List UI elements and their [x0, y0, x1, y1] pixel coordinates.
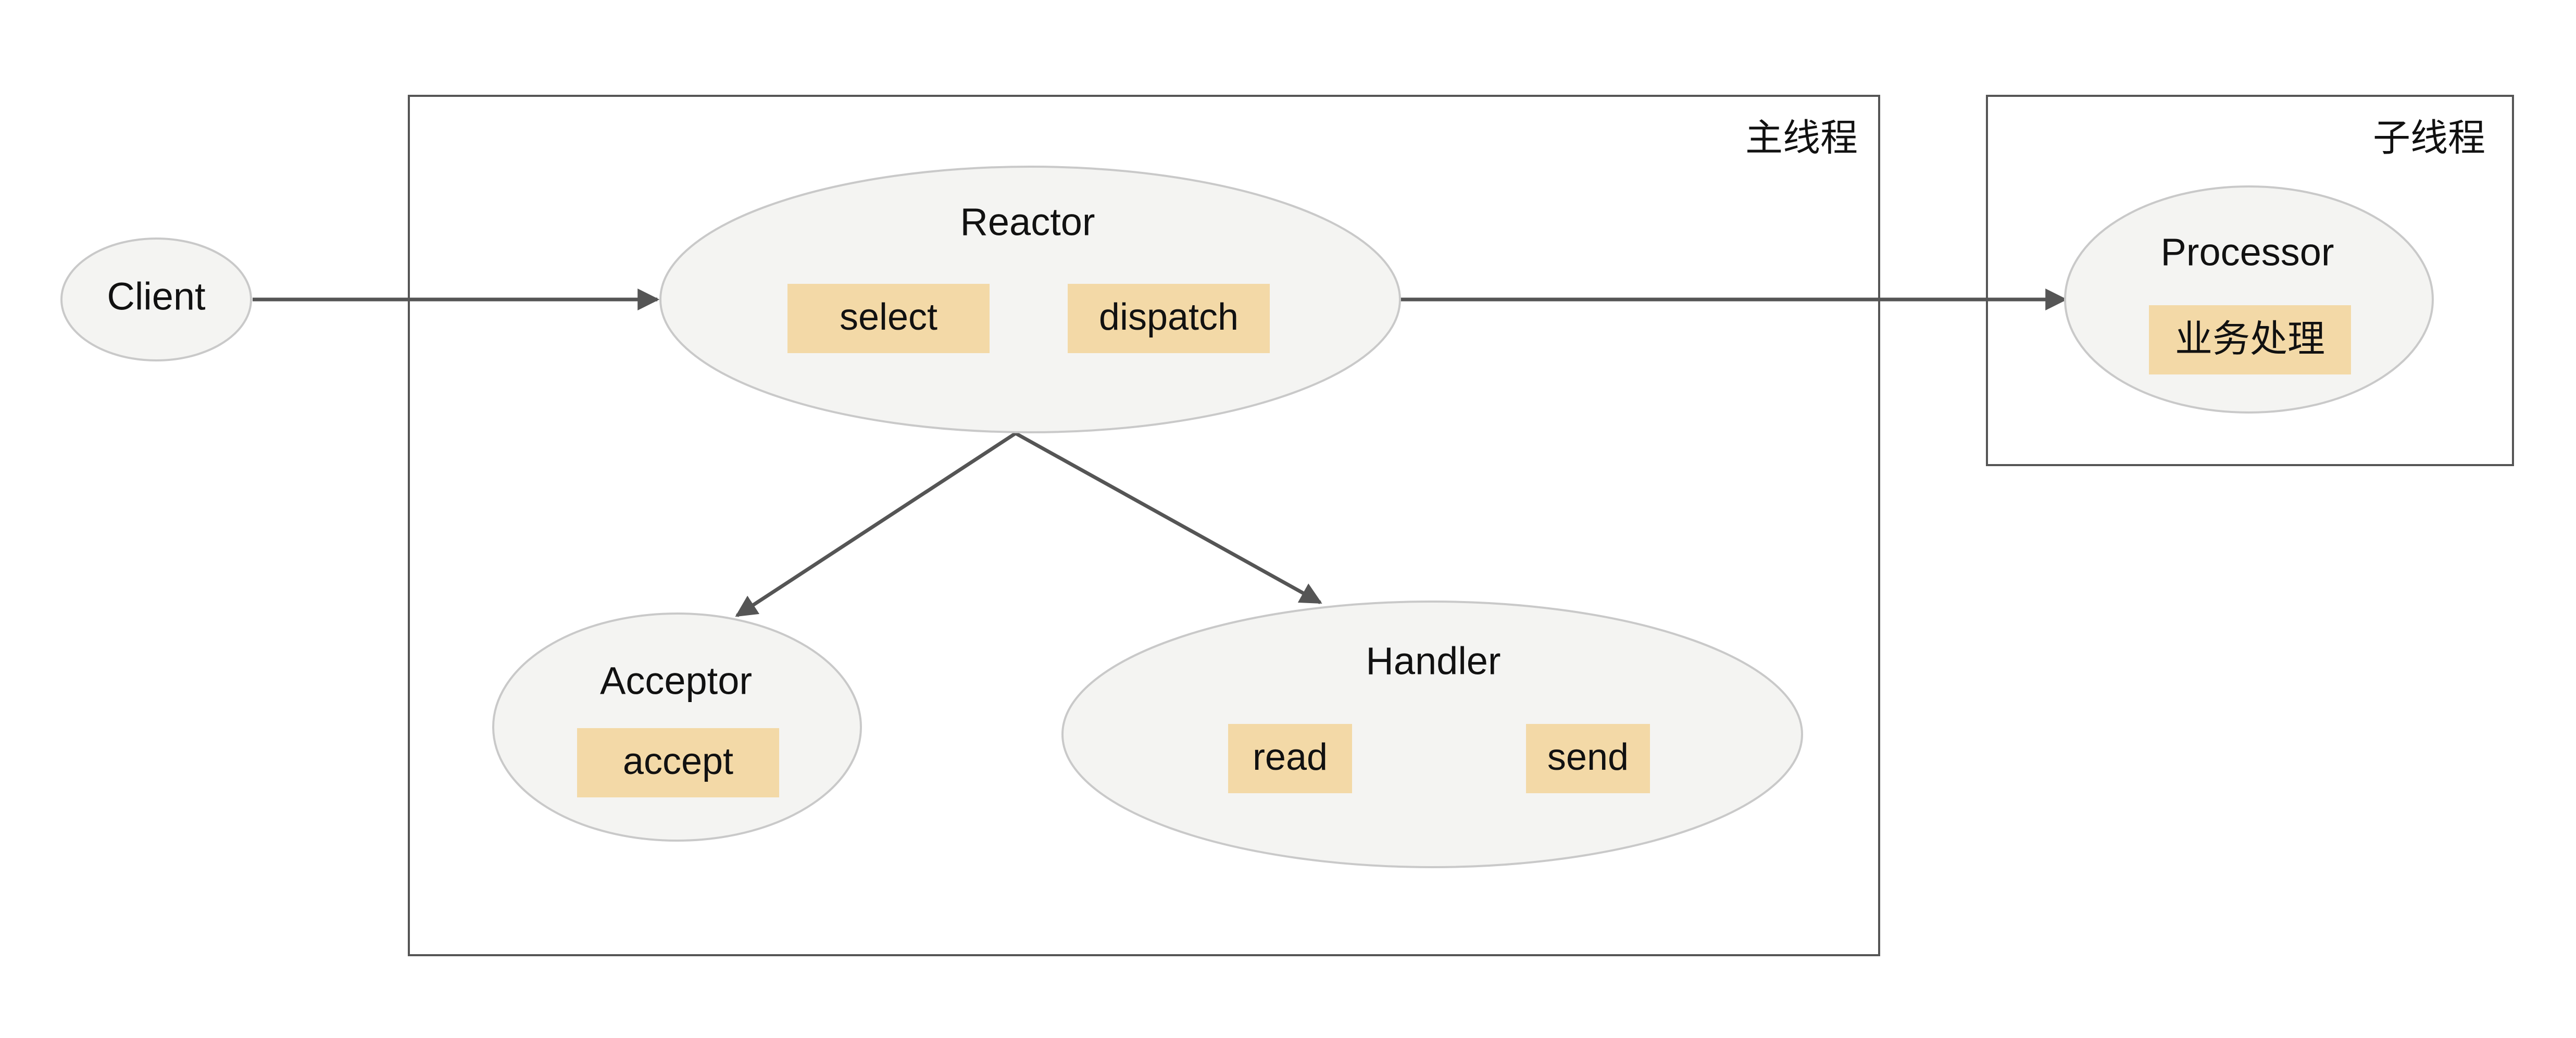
handler-ellipse [1061, 601, 1803, 868]
processor-node: Processor 业务处理 [2064, 185, 2434, 414]
reactor-chip-select-label: select [840, 296, 937, 338]
reactor-title: Reactor [960, 201, 1095, 244]
acceptor-ellipse [492, 612, 862, 842]
processor-title: Processor [2160, 231, 2334, 274]
handler-node: Handler read send [1061, 601, 1803, 868]
reactor-ellipse [659, 166, 1401, 433]
handler-title: Handler [1366, 640, 1500, 683]
reactor-chip-select [787, 284, 990, 353]
processor-ellipse [2064, 185, 2434, 414]
acceptor-chip-accept-label: accept [623, 741, 733, 782]
edge-reactor-to-acceptor [735, 432, 1017, 617]
main-thread-box: 主线程 [408, 95, 1880, 956]
handler-chip-send-label: send [1547, 736, 1629, 778]
main-thread-border [408, 95, 1880, 956]
reactor-chip-dispatch [1068, 284, 1270, 353]
client-ellipse [60, 237, 252, 361]
sub-thread-box: 子线程 [1986, 95, 2514, 466]
edge-reactor-to-handler [1015, 431, 1322, 605]
client-title: Client [107, 275, 206, 318]
processor-chip-business [2149, 305, 2351, 374]
reactor-node: Reactor select dispatch [659, 166, 1401, 433]
client-node: Client [60, 237, 252, 361]
reactor-chip-dispatch-label: dispatch [1099, 296, 1239, 338]
edges [253, 289, 2068, 617]
handler-chip-read [1228, 724, 1352, 793]
acceptor-node: Acceptor accept [492, 612, 862, 842]
acceptor-chip-accept [577, 728, 779, 797]
processor-chip-business-label: 业务处理 [2175, 317, 2325, 361]
handler-chip-send [1526, 724, 1650, 793]
acceptor-title: Acceptor [600, 659, 752, 703]
sub-thread-label: 子线程 [2373, 116, 2485, 160]
main-thread-label: 主线程 [1745, 116, 1858, 160]
sub-thread-border [1986, 95, 2514, 466]
handler-chip-read-label: read [1253, 736, 1328, 778]
